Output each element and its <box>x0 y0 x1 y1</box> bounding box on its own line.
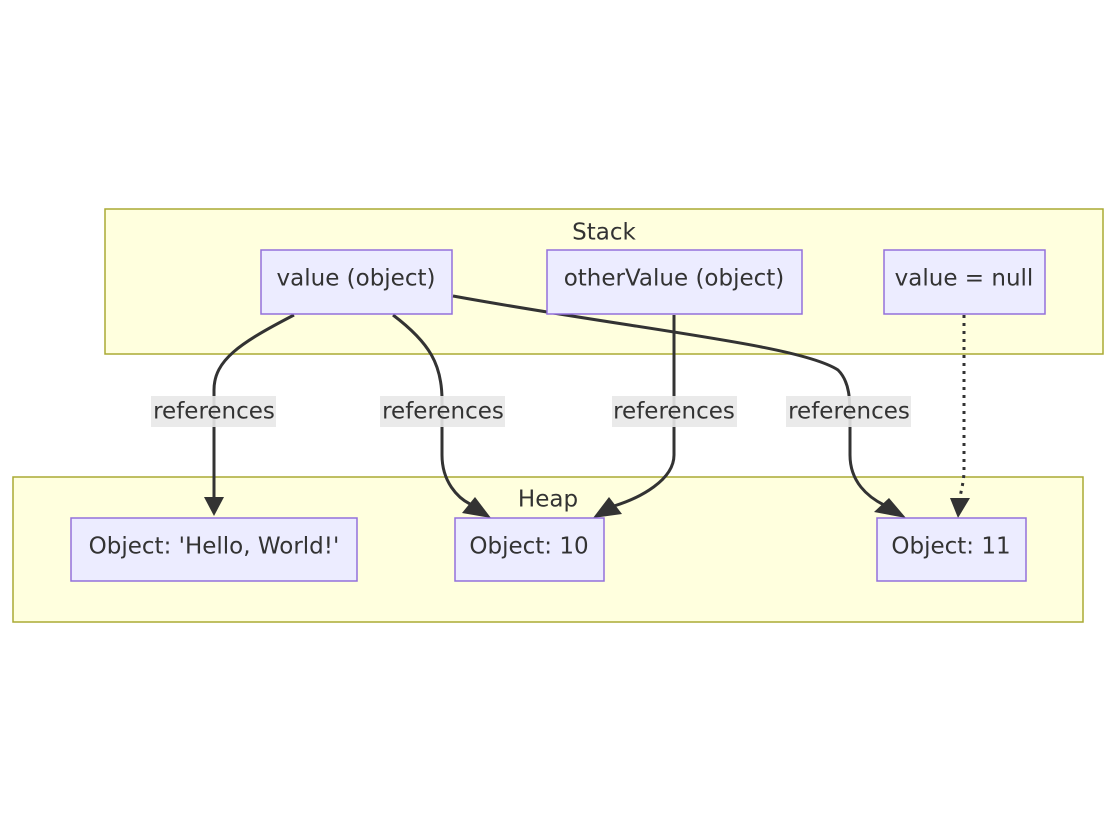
svg-text:references: references <box>382 399 504 425</box>
arrowhead-object-10-right <box>593 497 622 518</box>
edge-null-to-object-11 <box>958 315 966 499</box>
edge-label-2: references <box>380 396 505 427</box>
edge-labels: references references references referen… <box>151 396 911 427</box>
arrowhead-object-11-right <box>950 498 970 518</box>
edge-label-3: references <box>612 396 737 427</box>
svg-text:references: references <box>613 399 735 425</box>
stack-cluster-label: Stack <box>572 220 636 246</box>
arrowhead-object-10-left <box>462 497 491 518</box>
edge-value-to-hello-world <box>212 313 295 497</box>
arrowhead-hello-world <box>204 497 224 516</box>
heap-cluster-label: Heap <box>518 487 578 513</box>
node-value-null[interactable]: value = null <box>883 249 1046 315</box>
node-hello-world[interactable]: Object: 'Hello, World!' <box>70 517 358 582</box>
node-object-10[interactable]: Object: 10 <box>454 517 605 582</box>
node-value-object-label: value (object) <box>277 266 436 292</box>
node-object-10-label: Object: 10 <box>469 534 588 560</box>
edge-label-1: references <box>151 396 276 427</box>
edges <box>204 294 970 518</box>
node-other-value-object-label: otherValue (object) <box>564 266 785 292</box>
node-object-11-label: Object: 11 <box>891 534 1010 560</box>
node-value-null-label: value = null <box>895 266 1034 292</box>
node-object-11[interactable]: Object: 11 <box>876 517 1027 582</box>
edge-other-value-to-object-10 <box>613 315 676 508</box>
arrowhead-object-11-left <box>874 498 906 518</box>
edge-label-4: references <box>786 396 911 427</box>
node-other-value-object[interactable]: otherValue (object) <box>546 249 803 315</box>
svg-text:references: references <box>788 399 910 425</box>
svg-text:references: references <box>153 399 275 425</box>
node-hello-world-label: Object: 'Hello, World!' <box>89 534 340 560</box>
edge-value-to-object-11 <box>452 294 885 507</box>
node-value-object[interactable]: value (object) <box>260 249 453 315</box>
